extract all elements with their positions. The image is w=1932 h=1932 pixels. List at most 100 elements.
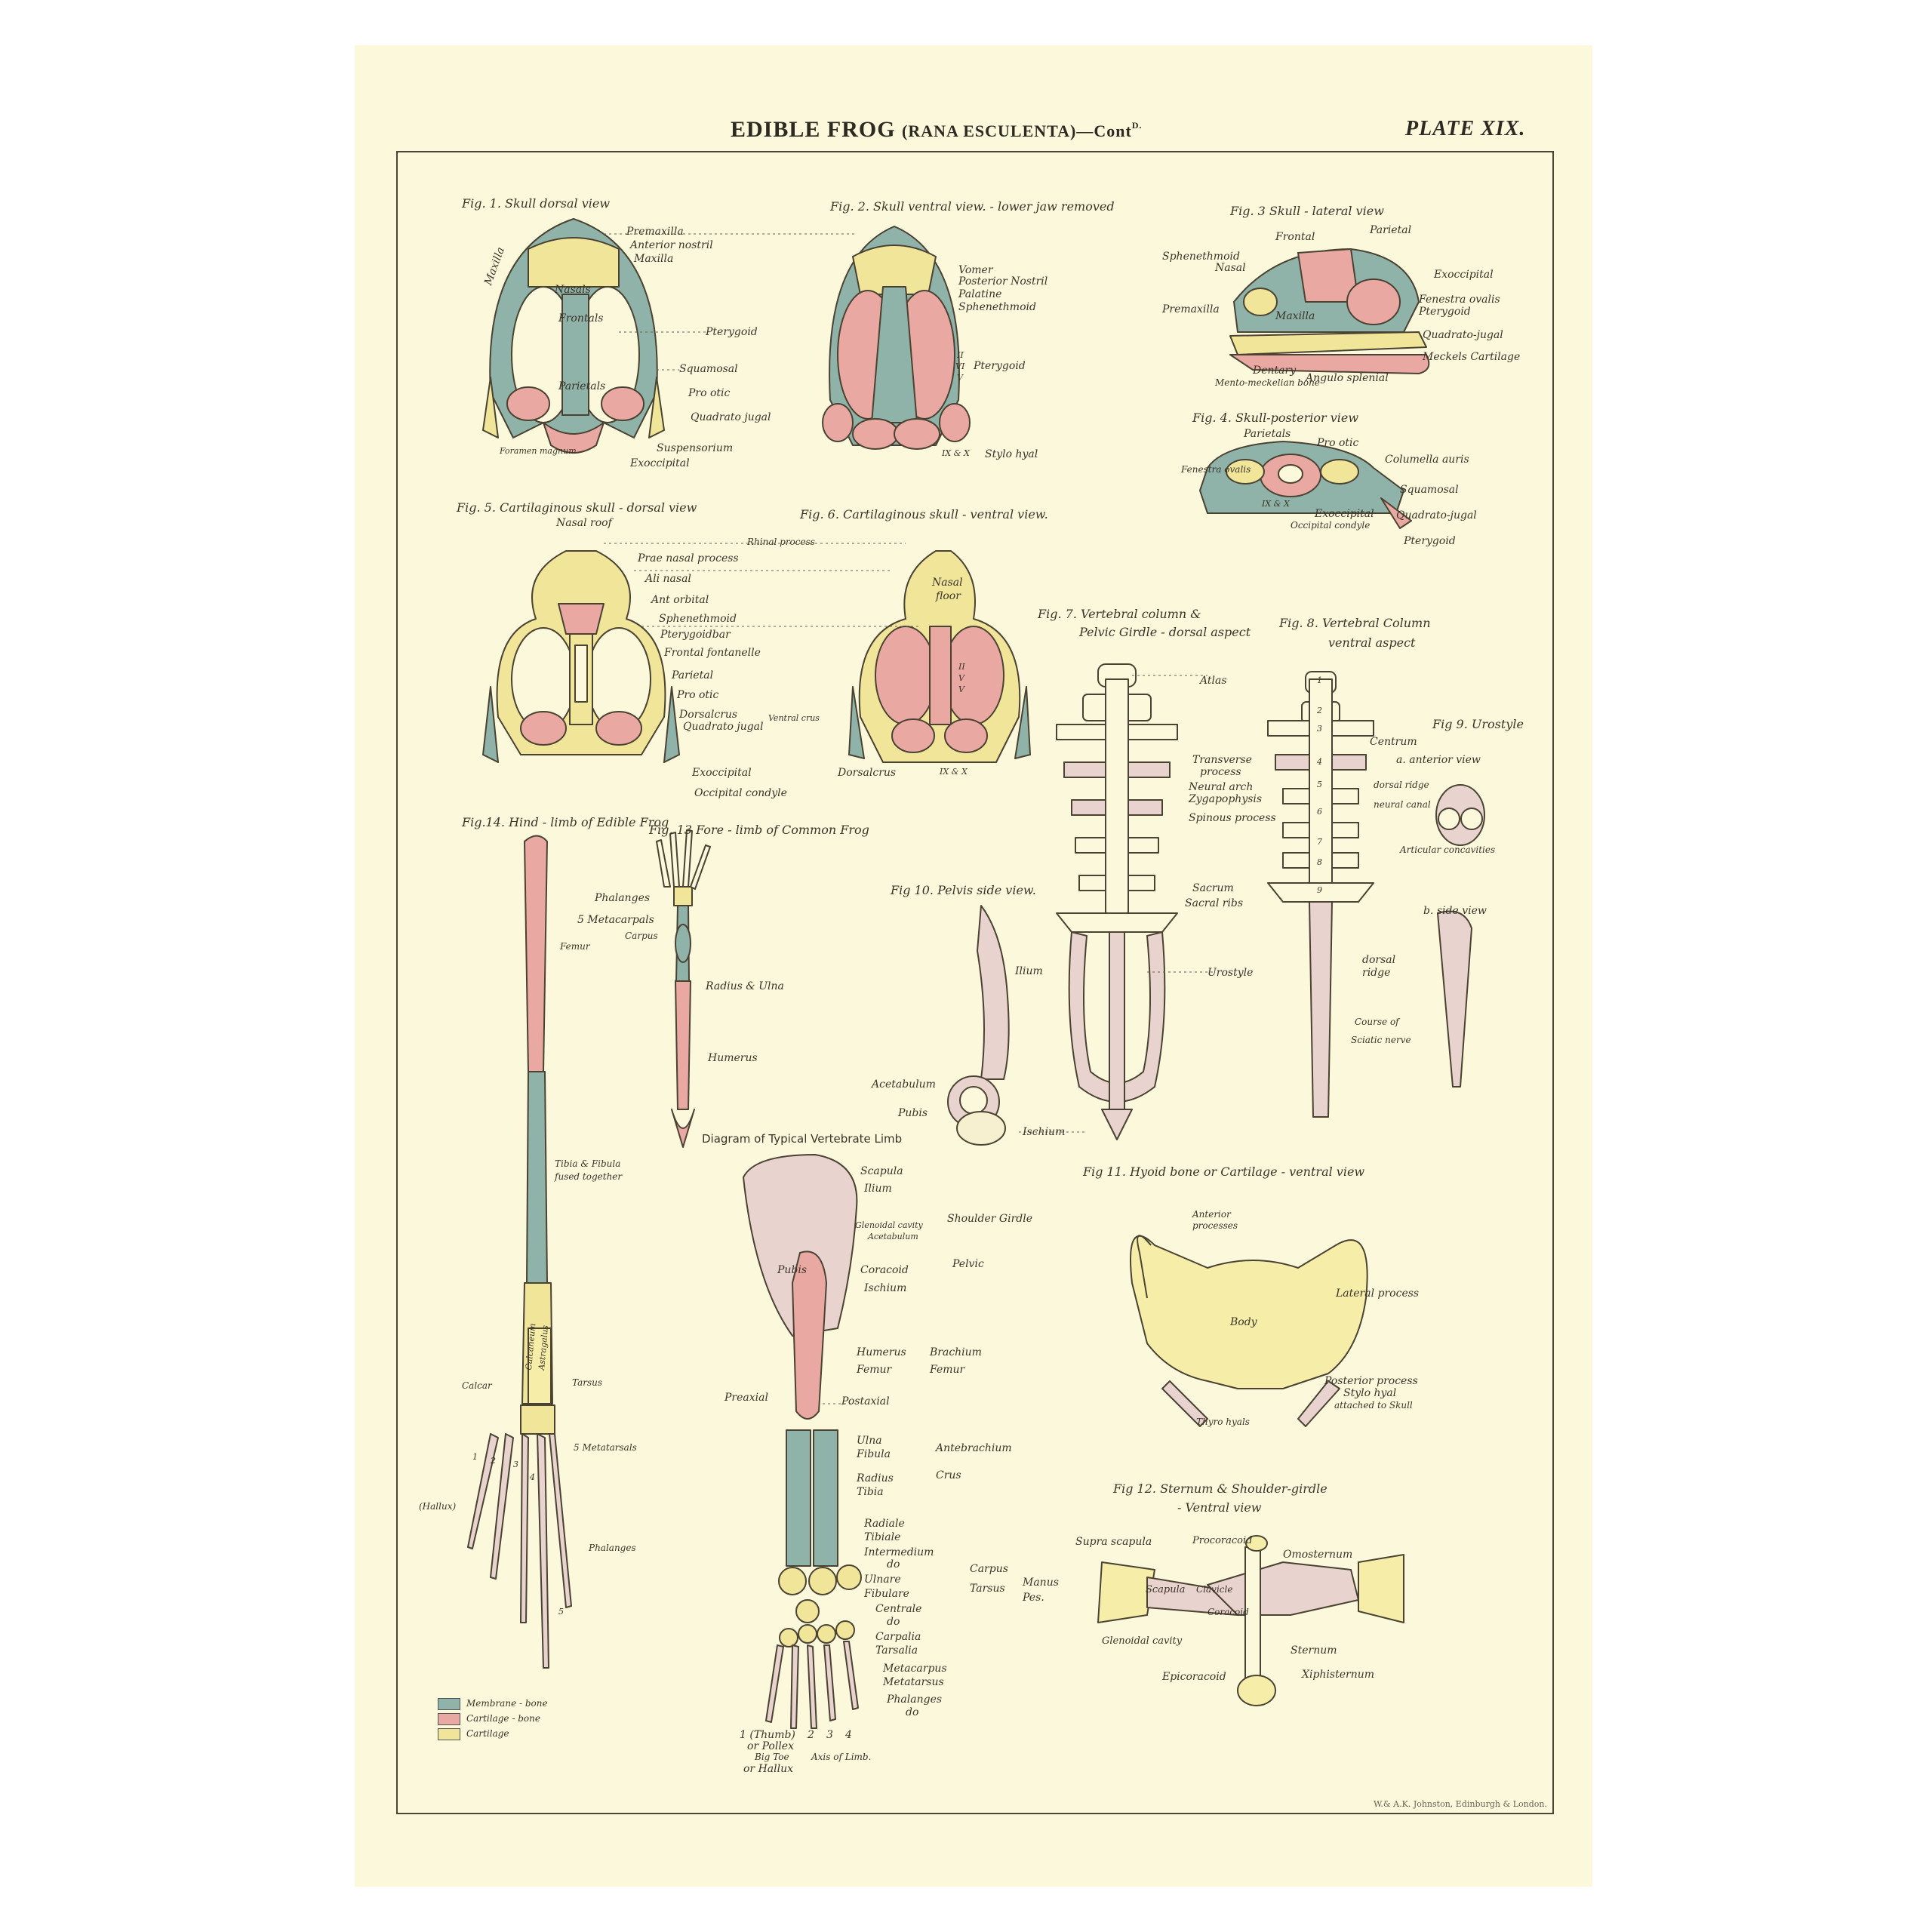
diagram-label: 4 xyxy=(845,1729,852,1741)
fig14-label: (Hallux) xyxy=(419,1501,457,1512)
fig13-label: Phalanges xyxy=(595,892,651,904)
fig1-label: Squamosal xyxy=(679,363,738,375)
fig6-label: Nasal xyxy=(932,577,963,589)
fig7-title2: Pelvic Girdle - dorsal aspect xyxy=(1079,625,1251,639)
fig13-label: Radius & Ulna xyxy=(706,980,784,992)
fig11-label: processes xyxy=(1192,1220,1238,1231)
diagram-label: Humerus xyxy=(857,1346,906,1358)
diagram-label: do xyxy=(887,1616,900,1628)
diagram-label: Carpalia xyxy=(875,1631,921,1643)
fig8-vertebral-column-drawing xyxy=(1267,671,1374,1118)
diagram-label: Tibiale xyxy=(864,1531,901,1543)
legend-label: Cartilage - bone xyxy=(466,1713,540,1724)
legend-label: Cartilage xyxy=(466,1728,509,1739)
fig1-label: Nasals xyxy=(555,284,591,296)
diagram-label: do xyxy=(906,1706,919,1718)
fig6-cartilaginous-skull-ventral-drawing xyxy=(848,550,1031,763)
fig12-label: Supra scapula xyxy=(1075,1536,1152,1548)
fig9-label: ridge xyxy=(1362,967,1391,979)
fig9-label: neural canal xyxy=(1374,799,1431,810)
fig12-label: Sternum xyxy=(1291,1644,1337,1657)
fig1-label: Parietals xyxy=(558,380,606,392)
fig3-label: Parietal xyxy=(1370,224,1412,236)
fig14-label: Phalanges xyxy=(589,1543,636,1553)
fig5-cartilaginous-skull-dorsal-drawing xyxy=(482,550,680,763)
fig8-vertebra-number: 4 xyxy=(1317,757,1322,767)
fig12-title2: - Ventral view xyxy=(1177,1500,1262,1515)
fig3-skull-lateral-drawing xyxy=(1229,248,1430,374)
diagram-label: Scapula xyxy=(860,1165,903,1177)
fig9-label: Centrum xyxy=(1370,736,1417,748)
fig12-label: Clavicle xyxy=(1196,1584,1233,1595)
diagram-label: Carpus xyxy=(970,1563,1008,1575)
fig5-label: Parietal xyxy=(672,669,714,681)
fig5-label: Quadrato jugal xyxy=(683,721,764,733)
fig12-label: Xiphisternum xyxy=(1302,1669,1374,1681)
diagram-label: Big Toe xyxy=(755,1752,789,1762)
title-cont: —Cont xyxy=(1076,122,1132,140)
fig3-label: Quadrato-jugal xyxy=(1423,329,1503,341)
fig3-label: Exoccipital xyxy=(1434,269,1494,281)
fig5-label: Sphenethmoid xyxy=(659,613,737,625)
fig13-forelimb-drawing xyxy=(656,829,711,1148)
fig2-label: Pterygoid xyxy=(974,360,1026,372)
fig3-title: Fig. 3 Skull - lateral view xyxy=(1230,204,1384,218)
fig2-skull-ventral-drawing xyxy=(822,226,971,450)
fig13-label: Carpus xyxy=(625,931,658,941)
diagram-label: Crus xyxy=(936,1469,961,1481)
fig11-title: Fig 11. Hyoid bone or Cartilage - ventra… xyxy=(1083,1164,1365,1179)
diagram-label: Acetabulum xyxy=(868,1232,918,1241)
plate-title: EDIBLE FROG (RANA ESCULENTA)—ContD. xyxy=(731,117,1143,143)
fig4-label: Pterygoid xyxy=(1404,535,1456,547)
fig12-title: Fig 12. Sternum & Shoulder-girdle xyxy=(1113,1481,1327,1496)
fig1-label: Premaxilla xyxy=(626,226,684,238)
fig6-label: floor xyxy=(936,590,961,602)
fig1-label: Quadrato jugal xyxy=(691,411,771,423)
fig10-label: Pubis xyxy=(898,1107,928,1119)
fig1-label: Pro otic xyxy=(688,387,731,399)
fig10-pelvis-drawing xyxy=(947,905,1010,1146)
fig10-title: Fig 10. Pelvis side view. xyxy=(891,883,1036,897)
fig2-label: Vomer xyxy=(958,264,993,276)
diagram-label: Tibia xyxy=(857,1486,884,1498)
fig5-label: Dorsalcrus xyxy=(679,709,738,721)
fig6-title: Fig. 6. Cartilaginous skull - ventral vi… xyxy=(800,507,1048,521)
fig1-label: Frontals xyxy=(558,312,604,325)
fig4-skull-posterior-drawing xyxy=(1199,441,1412,529)
fig11-hyoid-drawing xyxy=(1130,1235,1368,1427)
fig4-label: Occipital condyle xyxy=(1291,520,1371,531)
diagram-label: Coracoid xyxy=(860,1264,909,1276)
fig14-digit-number: 2 xyxy=(491,1456,496,1466)
fig5-label: Ali nasal xyxy=(645,573,691,585)
fig3-label: Sphenethmoid xyxy=(1162,251,1240,263)
fig2-label: VI xyxy=(955,361,965,371)
fig14-title: Fig.14. Hind - limb of Edible Frog xyxy=(462,815,669,829)
fig2-label: Palatine xyxy=(958,288,1002,300)
fig8-vertebra-number: 5 xyxy=(1317,780,1322,789)
fig12-label: Omosternum xyxy=(1283,1549,1353,1561)
diagram-label: 3 xyxy=(826,1729,833,1741)
diagram-label: Centrale xyxy=(875,1603,922,1615)
fig14-label: Tibia & Fibula xyxy=(555,1158,621,1169)
fig1-skull-dorsal-drawing xyxy=(482,218,665,454)
fig10-label: Ilium xyxy=(1015,965,1043,977)
diagram-label: Preaxial xyxy=(724,1392,768,1404)
diagram-label: Tarsus xyxy=(970,1583,1005,1595)
fig3-label: Fenestra ovalis xyxy=(1419,294,1500,306)
fig1-label: Anterior nostril xyxy=(630,239,713,251)
fig12-label: Glenoidal cavity xyxy=(1102,1635,1183,1647)
fig4-label: Quadrato-jugal xyxy=(1396,509,1477,521)
publisher-credit: W.& A.K. Johnston, Edinburgh & London. xyxy=(1374,1799,1548,1809)
fig3-label: Dentary xyxy=(1253,365,1297,377)
diagram-label: Phalanges xyxy=(887,1694,943,1706)
diagram-label: Ulna xyxy=(857,1435,882,1447)
fig8-vertebra-number: 2 xyxy=(1317,706,1322,715)
legend-label: Membrane - bone xyxy=(466,1698,548,1709)
fig9-label: dorsal xyxy=(1362,954,1396,966)
diagram-label: Ilium xyxy=(864,1183,892,1195)
fig10-label: Acetabulum xyxy=(872,1078,936,1091)
fig5-label: Ant orbital xyxy=(651,594,709,606)
fig7-label: Sacrum xyxy=(1192,882,1234,894)
fig3-label: Pterygoid xyxy=(1419,306,1471,318)
